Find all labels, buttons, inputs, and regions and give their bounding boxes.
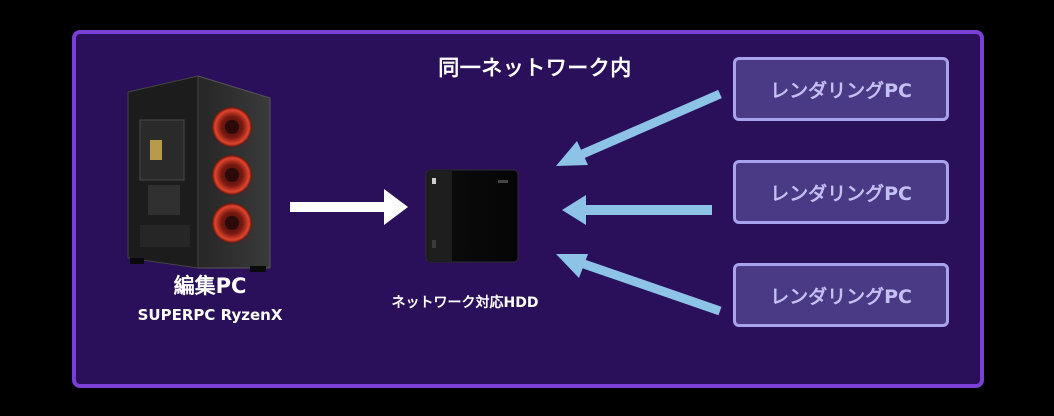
render-pc-box: レンダリングPC: [733, 160, 949, 224]
arrow-left-icon: [556, 89, 722, 166]
arrow-right-icon: [290, 189, 408, 225]
render-pc-box: レンダリングPC: [733, 263, 949, 327]
editing-pc-model: SUPERPC RyzenX: [137, 306, 283, 324]
editing-pc-title: 編集PC: [173, 274, 247, 298]
hdd-label: ネットワーク対応HDD: [391, 295, 539, 311]
arrow-left-icon: [562, 195, 712, 225]
render-pc-box: レンダリングPC: [733, 57, 949, 121]
network-label: 同一ネットワーク内: [438, 56, 632, 80]
arrow-left-icon: [556, 254, 722, 316]
hdd-icon: [425, 169, 519, 263]
pc-tower-icon: [127, 75, 271, 272]
